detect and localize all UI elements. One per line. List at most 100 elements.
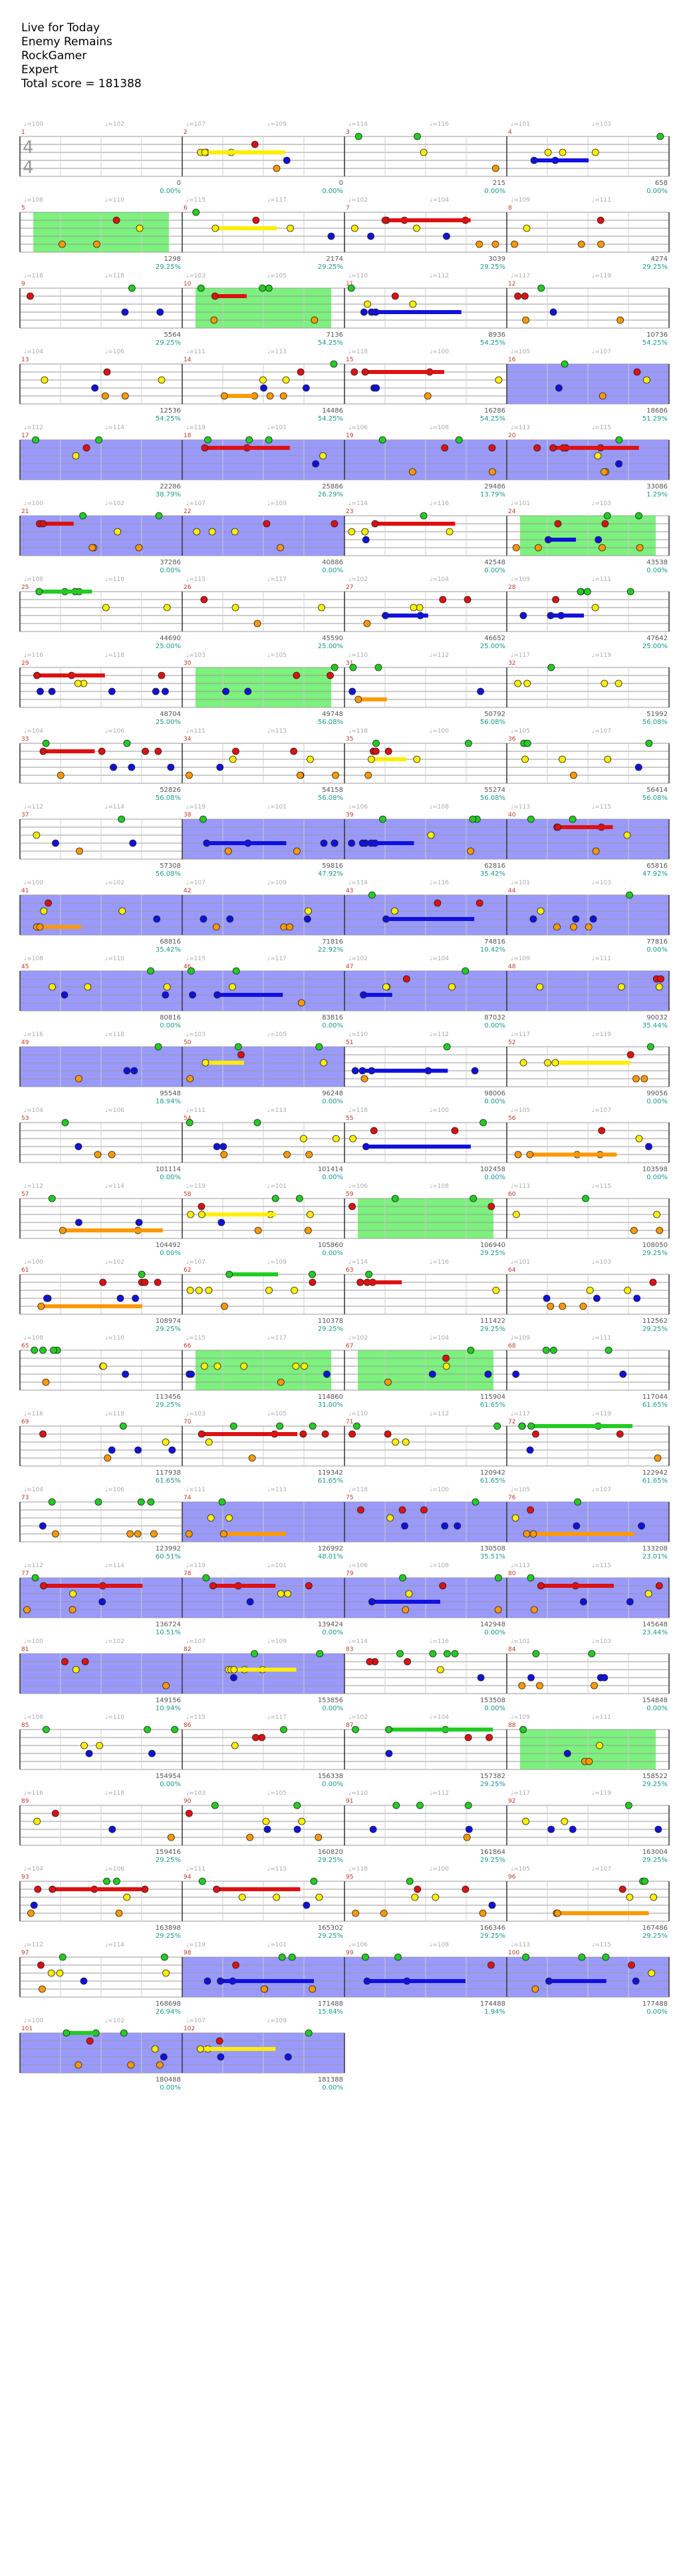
- note-gem: [103, 368, 111, 376]
- measure-number: 51: [346, 1039, 353, 1046]
- note-gem: [156, 308, 164, 316]
- note-gem: [414, 1885, 422, 1893]
- note-gem: [305, 907, 312, 915]
- sustain-tail: [229, 1272, 279, 1276]
- staff-row: 65♩=108♩=11011345629.25%66♩=115♩=1171148…: [19, 1335, 670, 1409]
- note-gem: [656, 1226, 664, 1234]
- measure-number: 78: [184, 1570, 192, 1577]
- note-gem: [405, 1590, 413, 1598]
- measure-percent: 29.25%: [480, 1857, 505, 1864]
- measure-percent: 56.08%: [156, 870, 181, 878]
- measure-score: 106940: [480, 1242, 505, 1249]
- song-header: Live for Today Enemy Remains RockGamer E…: [21, 21, 142, 91]
- measure-percent: 29.25%: [156, 1326, 181, 1333]
- note-gem: [39, 1430, 47, 1438]
- note-gem: [349, 1135, 357, 1143]
- note-gem: [451, 1650, 459, 1658]
- sustain-tail: [385, 614, 428, 618]
- measure-score: 149156: [156, 1697, 181, 1704]
- note-gem: [416, 1801, 424, 1809]
- note-gem: [619, 1370, 627, 1378]
- note-gem: [128, 284, 136, 292]
- note-gem: [98, 1598, 106, 1606]
- measure-percent: 0.00%: [322, 1781, 343, 1788]
- measure-score: 145648: [642, 1621, 668, 1628]
- note-gem: [99, 1278, 107, 1286]
- bpm-marker: ♩=116: [430, 1259, 449, 1266]
- staff-row: 49♩=116♩=1189554818.94%50♩=103♩=10596248…: [19, 1031, 670, 1105]
- note-gem: [36, 923, 44, 931]
- note-gem: [650, 1893, 658, 1901]
- measure-number: 79: [346, 1570, 354, 1577]
- staff-row: 57♩=112♩=1141044920.00%58♩=119♩=10110586…: [19, 1183, 670, 1257]
- note-gem: [244, 687, 252, 695]
- note-gem: [427, 831, 435, 839]
- note-gem: [98, 747, 106, 755]
- measure-percent: 23.01%: [642, 1553, 668, 1561]
- note-gem: [134, 1446, 142, 1454]
- note-gem: [118, 815, 126, 823]
- note-gem: [408, 468, 416, 476]
- measure-percent: 29.25%: [318, 1932, 343, 1940]
- note-gem: [523, 739, 531, 747]
- measure-percent: 13.79%: [480, 491, 505, 498]
- bpm-marker: ♩=102: [105, 500, 124, 507]
- note-gem: [39, 1985, 46, 1993]
- note-gem: [521, 755, 529, 763]
- measure-number: 73: [21, 1495, 29, 1501]
- note-gem: [142, 747, 149, 755]
- measure-number: 93: [21, 1874, 29, 1881]
- note-gem: [414, 132, 421, 140]
- note-gem: [582, 1195, 589, 1202]
- note-gem: [299, 1430, 307, 1438]
- note-gem: [535, 544, 542, 552]
- note-gem: [121, 392, 129, 400]
- bpm-marker: ♩=112: [24, 1563, 43, 1569]
- note-gem: [200, 596, 208, 604]
- note-gem: [40, 1582, 47, 1590]
- staff-row: 13♩=104♩=1061253654.25%14♩=111♩=11314486…: [19, 349, 670, 423]
- note-gem: [305, 1151, 313, 1159]
- measure-number: 71: [346, 1419, 353, 1425]
- sustain-tail: [557, 1911, 649, 1915]
- note-gem: [532, 1650, 540, 1658]
- bpm-marker: ♩=113: [267, 1107, 287, 1114]
- measure-score: 96248: [322, 1090, 343, 1097]
- measure-number: 87: [346, 1722, 353, 1729]
- note-gem: [554, 823, 562, 831]
- measure-number: 39: [346, 812, 354, 819]
- measure-number: 44: [508, 888, 516, 894]
- bpm-marker: ♩=117: [267, 956, 287, 962]
- note-gem: [185, 1530, 193, 1538]
- note-gem: [129, 839, 137, 847]
- note-gem: [434, 899, 442, 907]
- note-gem: [511, 240, 518, 248]
- note-gem: [648, 1969, 656, 1977]
- measure-score: 167486: [642, 1925, 668, 1932]
- measure-score: 49748: [322, 711, 343, 718]
- bpm-marker: ♩=103: [186, 1031, 205, 1038]
- bpm-marker: ♩=101: [511, 500, 530, 507]
- bpm-marker: ♩=112: [24, 425, 43, 431]
- note-gem: [368, 1598, 376, 1606]
- measure-percent: 0.00%: [646, 1174, 668, 1181]
- measure-number: 12: [508, 281, 515, 287]
- note-gem: [547, 612, 555, 620]
- note-gem: [246, 1833, 254, 1841]
- note-gem: [348, 528, 356, 536]
- note-gem: [153, 915, 161, 923]
- note-gem: [31, 1346, 39, 1354]
- bpm-marker: ♩=108: [430, 804, 449, 811]
- note-gem: [357, 1506, 364, 1514]
- bpm-marker: ♩=115: [592, 425, 611, 431]
- bpm-marker: ♩=103: [186, 1790, 205, 1797]
- measure-percent: 56.08%: [156, 795, 181, 802]
- note-gem: [134, 1530, 142, 1538]
- measure-score: 181388: [318, 2076, 343, 2084]
- note-gem: [527, 1674, 535, 1682]
- note-gem: [69, 1590, 77, 1598]
- note-gem: [232, 1961, 239, 1969]
- note-gem: [578, 1953, 586, 1961]
- measure-number: 50: [184, 1039, 192, 1046]
- note-gem: [552, 596, 559, 604]
